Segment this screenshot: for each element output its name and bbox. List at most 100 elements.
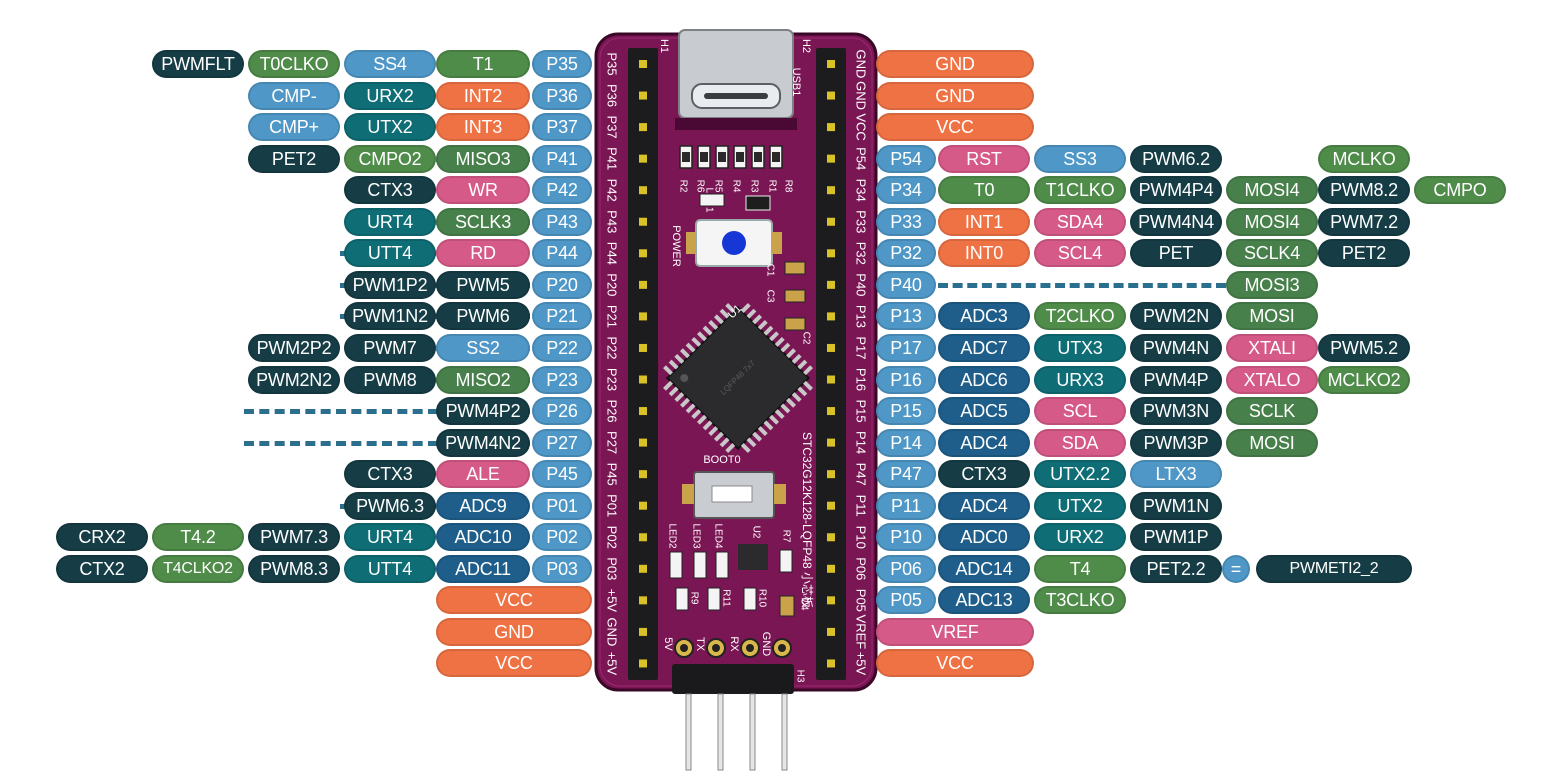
right-header-strip [816, 48, 846, 680]
right-pin-label: P47 [876, 460, 936, 489]
left-pin-label: P02 [532, 523, 592, 552]
smd-resistor-body [772, 152, 780, 162]
right-function-label: SDA [1034, 428, 1126, 457]
header-pin-leg [685, 693, 692, 771]
left-function-label: T4.2 [152, 523, 244, 552]
left-function-label: INT3 [436, 113, 530, 142]
mcu-lead [803, 365, 813, 376]
right-function-label: CTX3 [938, 460, 1030, 489]
mcu-lead [685, 403, 696, 414]
left-function-label: INT2 [436, 81, 530, 110]
boot-pad [774, 484, 786, 504]
right-function-label: PWM4N [1130, 333, 1222, 362]
left-header-pin [639, 91, 647, 100]
usb-shadow [675, 118, 797, 130]
left-silk-pin-name: P42 [605, 179, 620, 202]
right-function-label: ADC13 [938, 586, 1030, 615]
right-silk-pin-name: P13 [854, 305, 869, 328]
right-function-label: ADC3 [938, 302, 1030, 331]
left-function-label: MISO2 [436, 365, 530, 394]
right-function-label: PWM1N [1130, 491, 1222, 520]
mcu-lead [757, 320, 768, 330]
mcu-lead [797, 359, 808, 370]
right-function-label: LTX3 [1130, 460, 1222, 489]
diode-part [745, 195, 771, 211]
mcu-lead [668, 386, 679, 397]
switch-pad [772, 232, 782, 254]
mcu-lead [685, 342, 696, 353]
right-function-label: XTALI [1226, 333, 1318, 362]
left-header-pin [639, 564, 647, 573]
right-function-label: SCL [1034, 397, 1126, 426]
left-function-label: ALE [436, 460, 530, 489]
left-dash-connector [244, 440, 530, 446]
right-function-label: T2CLKO [1034, 302, 1126, 331]
right-function-label: URX2 [1034, 523, 1126, 552]
left-function-label: T4CLKO2 [152, 554, 244, 583]
header-hole [746, 644, 754, 652]
equals-badge: = [1222, 554, 1250, 583]
right-pin-label: P54 [876, 144, 936, 173]
silk-resistor-label: R10 [756, 589, 767, 608]
left-function-label: T1 [436, 50, 530, 78]
right-function-label: MOSI [1226, 302, 1318, 331]
left-silk-pin-name: P27 [605, 431, 620, 454]
right-function-label: CMPO [1414, 176, 1506, 205]
left-function-label: PWM2P2 [248, 333, 340, 362]
left-pin-label: P27 [532, 428, 592, 457]
right-function-label: T3CLKO [1034, 586, 1126, 615]
right-header-pin [827, 312, 835, 321]
header-pin-leg [717, 693, 724, 771]
silk-c2: C2 [800, 332, 811, 345]
right-function-label: ADC6 [938, 365, 1030, 394]
smd-resistor-body [736, 152, 744, 162]
left-silk-pin-name: P26 [605, 399, 620, 422]
right-header-pin [827, 375, 835, 384]
mcu-lead [702, 420, 713, 431]
right-function-label: URX3 [1034, 365, 1126, 394]
right-header-pin [827, 533, 835, 542]
right-pin-label: P11 [876, 491, 936, 520]
mcu-lead [674, 353, 685, 364]
mcu-lead [757, 426, 768, 436]
right-pin-label: P17 [876, 333, 936, 362]
right-function-label: PWM2N [1130, 302, 1222, 331]
left-function-label: URX2 [344, 81, 436, 110]
left-silk-pin-name: P43 [605, 210, 620, 233]
right-function-label: SDA4 [1034, 207, 1126, 236]
left-function-label: PWM4N2 [436, 428, 530, 457]
smd-resistor [743, 587, 757, 611]
right-header-pin [827, 470, 835, 479]
left-power-label: VCC [436, 649, 592, 678]
left-function-label: SCLK3 [436, 207, 530, 236]
left-pin-label: P03 [532, 554, 592, 583]
right-function-label: ADC5 [938, 397, 1030, 426]
left-function-label: CTX3 [344, 176, 436, 205]
mcu-lead [725, 303, 736, 313]
right-pin-label: P32 [876, 239, 936, 268]
right-function-label: PWM8.2 [1318, 176, 1410, 205]
silk-h2: H2 [800, 39, 812, 53]
right-function-label: SCL4 [1034, 239, 1126, 268]
left-function-label: UTT4 [344, 239, 436, 268]
left-silk-pin-name: P35 [605, 52, 620, 75]
mcu-lead [713, 314, 724, 325]
left-function-label: T0CLKO [248, 50, 340, 78]
pin-header-housing [672, 664, 794, 694]
left-function-label: CMP- [248, 81, 340, 110]
silk-led-label: LED2 [666, 523, 677, 548]
silk-r7: R7 [780, 530, 791, 543]
smd-resistor [779, 549, 793, 573]
right-silk-pin-name: P10 [854, 526, 869, 549]
mcu-lead [746, 437, 757, 448]
right-function-label: PET [1130, 239, 1222, 268]
left-function-label: UTT4 [344, 554, 436, 583]
right-silk-pin-name: GND [854, 81, 869, 110]
left-function-label: PWM6 [436, 302, 530, 331]
silk-resistor-label: R8 [782, 180, 793, 193]
regulator-u2 [738, 544, 768, 570]
right-function-label: PWM4P [1130, 365, 1222, 394]
mcu-lead [674, 392, 685, 403]
right-silk-pin-name: P54 [854, 147, 869, 170]
right-function-label: RST [938, 144, 1030, 173]
